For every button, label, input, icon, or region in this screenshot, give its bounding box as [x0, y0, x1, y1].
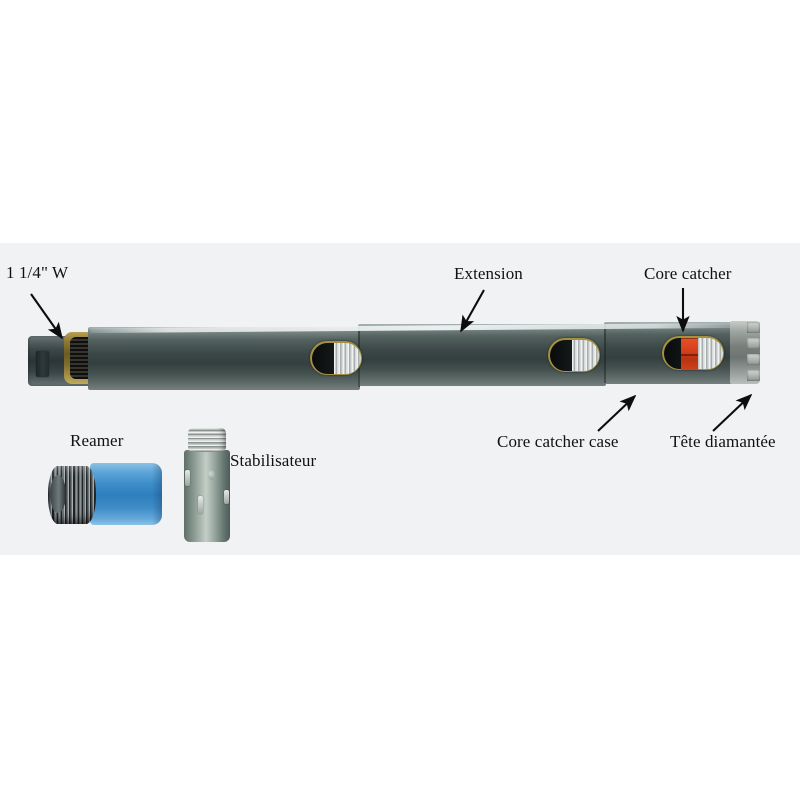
reamer-part [48, 462, 168, 530]
barrel-window-insert-2 [548, 338, 600, 372]
brass-collar-bore [70, 337, 92, 379]
insert-dark-port [311, 342, 336, 374]
label-core-catcher: Core catcher [644, 264, 732, 283]
crown-segment [747, 322, 760, 333]
shank-slot [36, 351, 49, 377]
crown-segment [747, 370, 760, 381]
label-shank-thread: 1 1/4" W [6, 263, 69, 282]
label-core-catcher-case: Core catcher case [497, 432, 619, 451]
crown-segment [747, 338, 760, 349]
stabiliser-slot [198, 496, 203, 514]
stabiliser-slot [185, 470, 190, 486]
label-diamond-head: Tête diamantée [670, 432, 776, 451]
barrel-window-insert-1 [310, 341, 362, 375]
stabiliser-threads [188, 428, 226, 452]
reamer-bore [50, 475, 66, 513]
barrel-seam-2 [604, 324, 606, 383]
stabiliser-dimple [208, 470, 215, 480]
core-catcher-ring [680, 337, 699, 370]
label-stabiliser: Stabilisateur [230, 451, 317, 470]
stabiliser-body [184, 450, 230, 542]
stabiliser-part [184, 428, 230, 542]
diamond-crown-head [730, 321, 760, 384]
insert-threaded-plug [333, 342, 361, 374]
crown-segment [747, 354, 760, 365]
reamer-blue-sleeve [90, 463, 162, 525]
core-barrel-assembly [0, 300, 800, 410]
insert-dark-port [549, 339, 574, 371]
label-extension: Extension [454, 264, 523, 283]
insert-threaded-plug [571, 339, 599, 371]
core-catcher-insert [662, 336, 724, 370]
label-reamer: Reamer [70, 431, 124, 450]
stabiliser-slot [224, 490, 229, 504]
